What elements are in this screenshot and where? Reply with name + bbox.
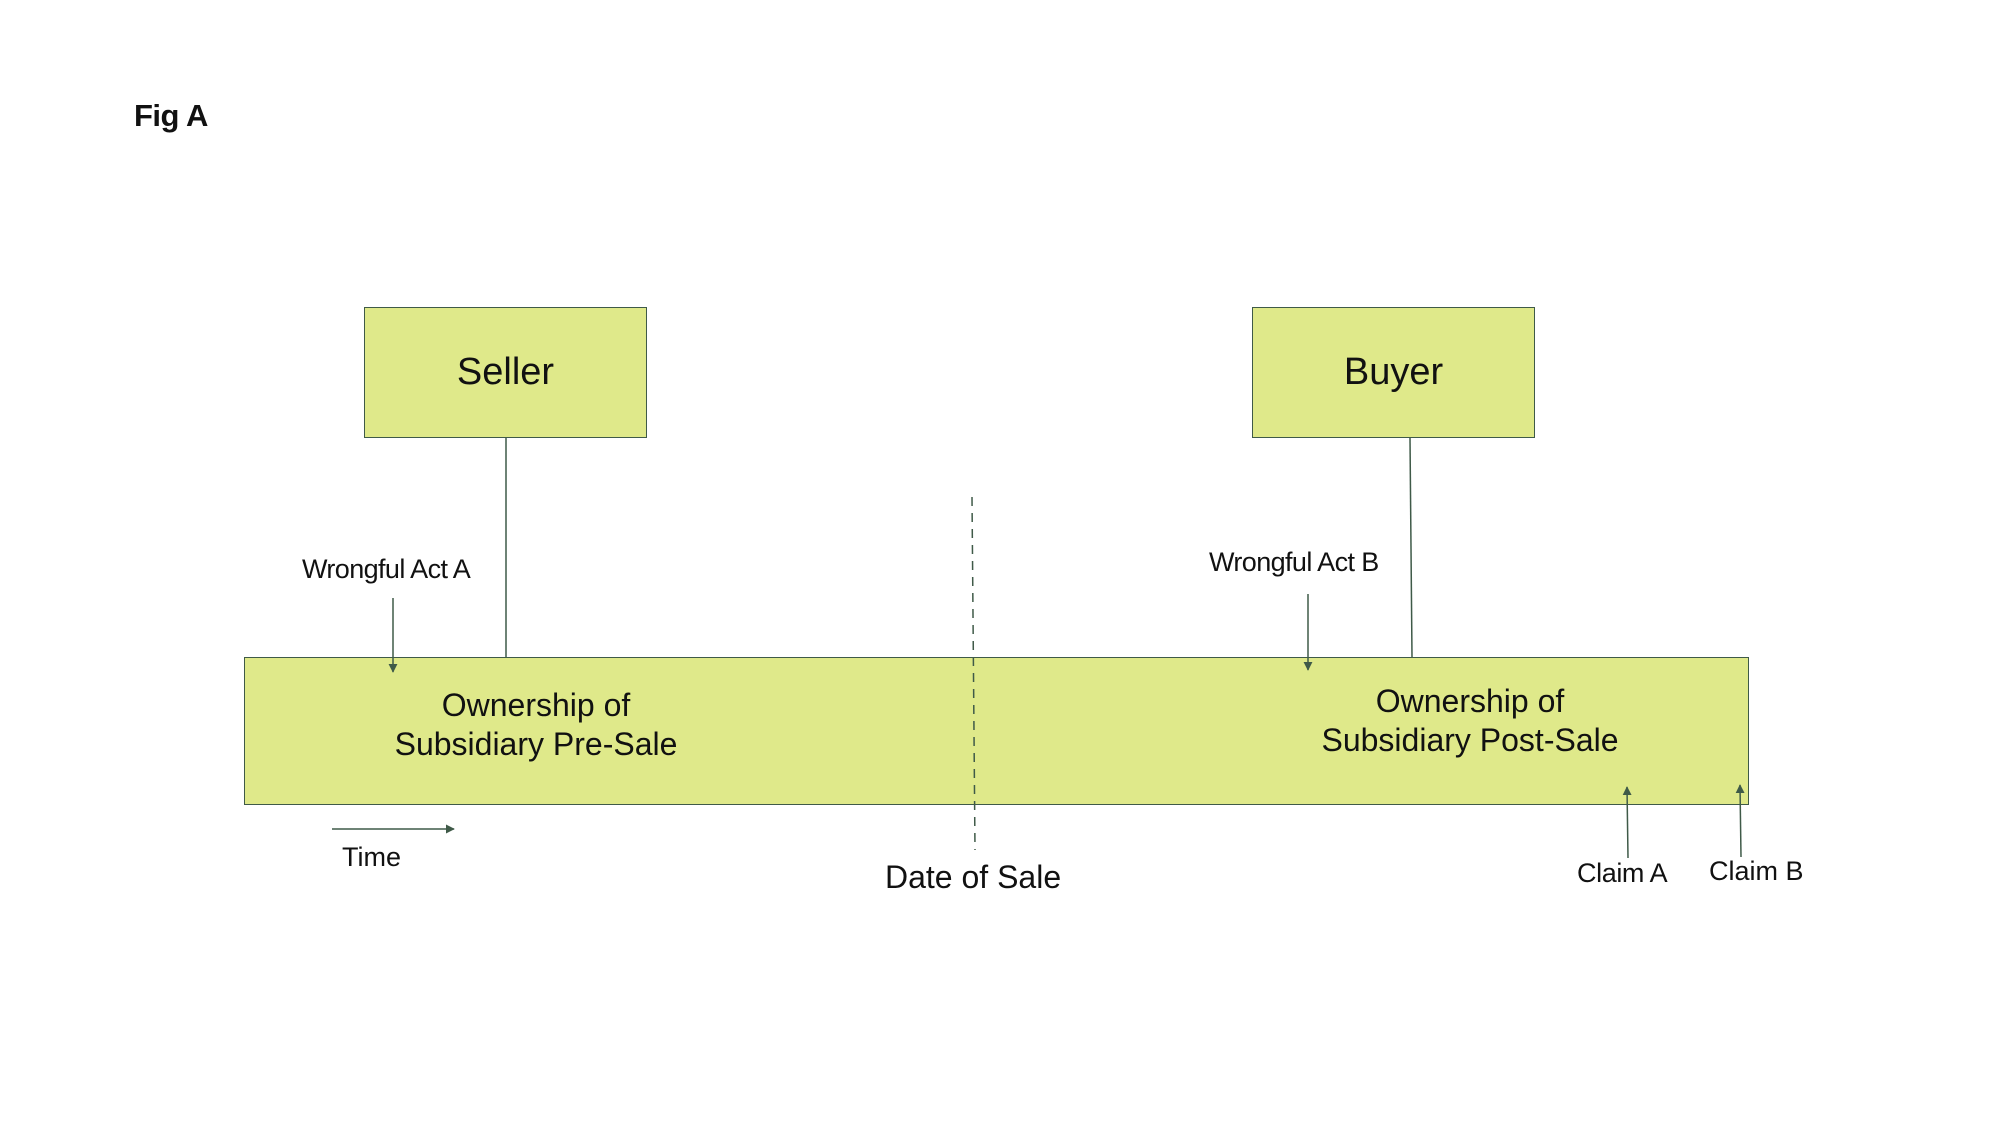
date-of-sale-label: Date of Sale bbox=[885, 859, 1062, 895]
pre-sale-label-line-2: Subsidiary Pre-Sale bbox=[394, 726, 678, 762]
buyer-box: Buyer bbox=[1252, 307, 1535, 438]
ownership-timeline-bar bbox=[244, 657, 1749, 805]
post-sale-ownership-label: Ownership of Subsidiary Post-Sale bbox=[1310, 682, 1630, 760]
claim-b-label: Claim B bbox=[1709, 856, 1804, 886]
pre-sale-label-line-1: Ownership of bbox=[441, 687, 631, 723]
claim-a-arrow bbox=[1622, 786, 1632, 859]
date-of-sale-divider bbox=[971, 496, 976, 851]
claim-a-label: Claim A bbox=[1577, 858, 1668, 888]
wrongful-act-b-label: Wrongful Act B bbox=[1209, 547, 1379, 577]
buyer-label: Buyer bbox=[1343, 351, 1444, 393]
seller-box: Seller bbox=[364, 307, 647, 438]
seller-label: Seller bbox=[456, 351, 555, 393]
pre-sale-ownership-label: Ownership of Subsidiary Pre-Sale bbox=[376, 686, 696, 764]
buyer-connector-line bbox=[1409, 437, 1413, 658]
claim-b-arrow bbox=[1735, 784, 1745, 858]
post-sale-label-line-2: Subsidiary Post-Sale bbox=[1321, 722, 1619, 758]
figure-title: Fig A bbox=[134, 98, 208, 133]
wrongful-act-a-label: Wrongful Act A bbox=[302, 554, 471, 584]
time-label: Time bbox=[342, 842, 401, 872]
post-sale-label-line-1: Ownership of bbox=[1375, 683, 1565, 719]
